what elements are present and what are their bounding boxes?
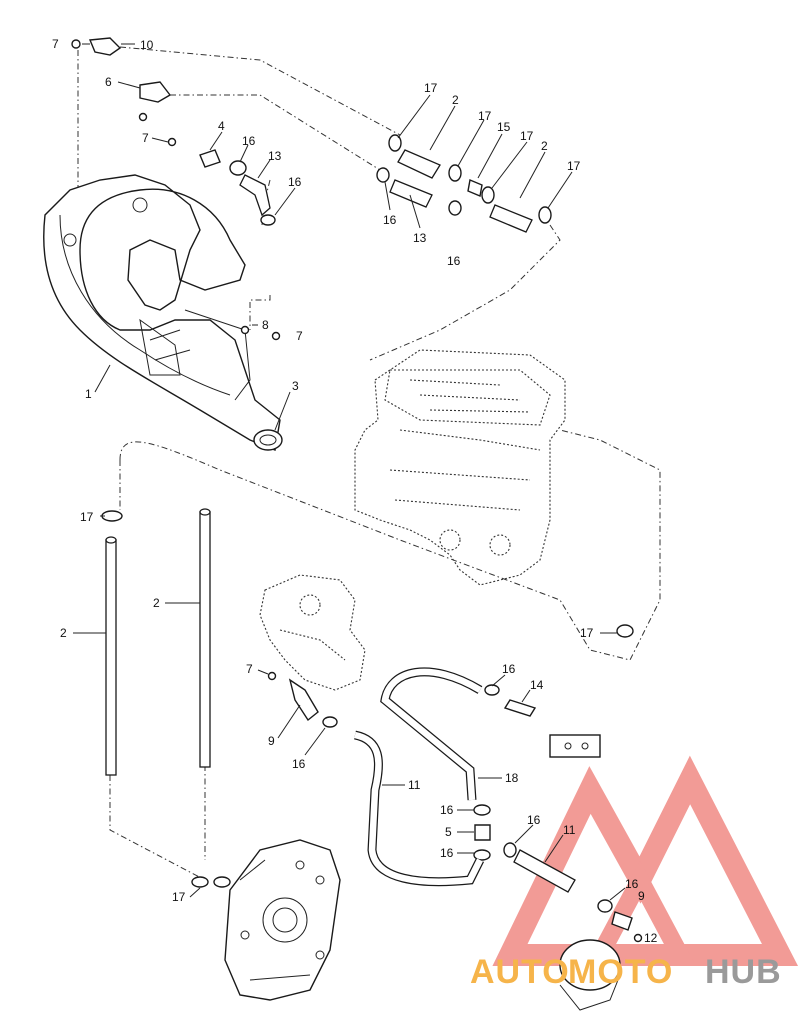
callout-6: 6 [105, 75, 112, 89]
watermark-moto: MOTO [568, 953, 673, 991]
callout-7: 7 [52, 37, 59, 51]
bent-hoses [353, 667, 485, 887]
hose-routing-lines [77, 46, 661, 881]
callout-17: 17 [567, 159, 581, 173]
callout-16: 16 [527, 813, 541, 827]
callout-13: 13 [268, 149, 282, 163]
callout-1: 1 [85, 387, 92, 401]
callout-15: 15 [497, 120, 511, 134]
bailer-outlet [559, 939, 621, 1011]
callout-17: 17 [80, 510, 94, 524]
callout-16: 16 [242, 134, 256, 148]
callout-18: 18 [505, 771, 519, 785]
callout-2: 2 [153, 596, 160, 610]
callout-17: 17 [172, 890, 186, 904]
callout-2: 2 [60, 626, 67, 640]
callout-17: 17 [424, 81, 438, 95]
callout-17: 17 [580, 626, 594, 640]
callout-16: 16 [502, 662, 516, 676]
callout-labels: 7 10 6 7 4 16 13 16 17 2 17 15 17 2 17 1… [52, 37, 658, 945]
engine-block-outline [354, 349, 566, 586]
leader-lines [73, 43, 626, 901]
callout-9: 9 [268, 734, 275, 748]
watermark-auto: AUTO [470, 953, 570, 991]
callout-13: 13 [413, 231, 427, 245]
watermark-hub: HUB [705, 953, 782, 991]
callout-14: 14 [530, 678, 544, 692]
callout-2: 2 [541, 139, 548, 153]
callout-9: 9 [638, 889, 645, 903]
callout-7: 7 [142, 131, 149, 145]
callout-16: 16 [383, 213, 397, 227]
clamps-bottom [101, 510, 643, 943]
callout-16: 16 [625, 877, 639, 891]
callout-8: 8 [262, 318, 269, 332]
callout-4: 4 [218, 119, 225, 133]
callout-12: 12 [644, 931, 658, 945]
callout-16: 16 [447, 254, 461, 268]
callout-11: 11 [408, 778, 421, 792]
callout-7: 7 [296, 329, 303, 343]
callout-7: 7 [246, 662, 253, 676]
callout-17: 17 [520, 129, 534, 143]
transom-plate [224, 839, 341, 1001]
callout-2: 2 [452, 93, 459, 107]
short-hoses-top [239, 149, 533, 233]
callout-16: 16 [292, 757, 306, 771]
clamps-top [71, 37, 552, 341]
watermark-text: AUTO MOTO HUB [470, 953, 782, 991]
callout-17: 17 [478, 109, 492, 123]
exhaust-pipe [43, 174, 283, 451]
callout-16: 16 [288, 175, 302, 189]
callout-3: 3 [292, 379, 299, 393]
callout-16: 16 [440, 803, 454, 817]
callout-10: 10 [140, 38, 154, 52]
pump-housing-outline [259, 574, 366, 691]
callout-11: 11 [563, 823, 576, 837]
callout-5: 5 [445, 825, 452, 839]
callout-16: 16 [440, 846, 454, 860]
long-hoses [105, 508, 211, 776]
